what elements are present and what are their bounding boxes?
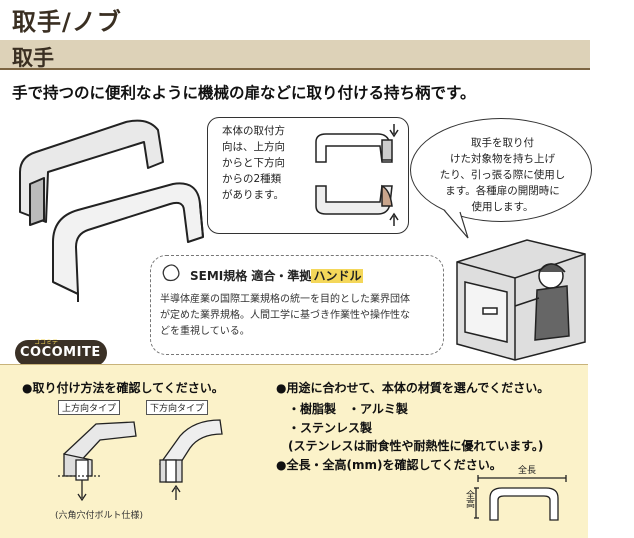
usage-line: ます。各種扉の開閉時に <box>445 185 560 197</box>
handle-illustration <box>19 119 204 302</box>
mount-direction-text: 本体の取付方 向は、上方向 からと下方向 からの2種類 があります。 <box>222 123 302 203</box>
downward-type-diagram <box>158 419 223 500</box>
usage-text: 取手を取り付 けた対象物を持ち上げ たり、引っ張る際に使用し ます。各種扉の開閉… <box>425 135 580 215</box>
dimension-width-label: 全長 <box>518 466 537 476</box>
section-header-bar <box>0 40 590 70</box>
material-tip-heading: ●用途に合わせて、本体の材質を選んでください。 <box>276 381 550 395</box>
section-title: 取手 <box>12 46 54 70</box>
semi-heading-prefix: SEMI規格 適合・準拠 <box>190 269 312 283</box>
mount-line: からの2種類 <box>222 173 282 185</box>
cocomite-sub: ココミテ <box>34 339 59 346</box>
lead-text: 手で持つのに便利なように機械の扉などに取り付ける持ち柄です。 <box>12 84 476 102</box>
upward-type-tag: 上方向タイプ <box>58 400 121 415</box>
install-tip-heading: ●取り付け方法を確認してください。 <box>22 381 224 395</box>
semi-body-line: が定めた業界規格。人間工学に基づき作業性や操作性な <box>160 310 410 321</box>
cocomite-label: COCOMITE <box>20 345 101 360</box>
bolt-note: (六角穴付ボルト仕様) <box>55 511 144 521</box>
size-tip-heading: ●全長・全高(mm)を確認してください。 <box>276 458 502 472</box>
material-line-1: ・樹脂製 ・アルミ製 <box>288 402 408 416</box>
page-title: 取手/ノブ <box>12 8 122 36</box>
semi-body: 半導体産業の国際工業規格の統一を目的とした業界団体 が定めた業界規格。人間工学に… <box>160 292 442 340</box>
usage-line: 使用します。 <box>471 201 534 213</box>
mount-line: 本体の取付方 <box>222 125 285 137</box>
semi-heading-highlight: ハンドル <box>311 269 364 283</box>
downward-type-tag: 下方向タイプ <box>146 400 209 415</box>
semi-body-line: 半導体産業の国際工業規格の統一を目的とした業界団体 <box>160 294 410 305</box>
usage-line: たり、引っ張る際に使用し <box>439 169 566 181</box>
bean-icon <box>162 264 180 282</box>
dimension-diagram <box>474 475 567 521</box>
mount-line: があります。 <box>222 189 284 201</box>
mount-line: 向は、上方向 <box>222 141 285 153</box>
usage-line: けた対象物を持ち上げ <box>450 153 555 165</box>
semi-heading: SEMI規格 適合・準拠ハンドル <box>190 267 364 284</box>
worker-machine-illustration <box>456 239 586 361</box>
usage-speech-bubble <box>410 118 592 222</box>
upward-type-diagram <box>58 421 137 502</box>
material-line-2: ・ステンレス製 <box>288 421 373 435</box>
semi-body-line: どを重視している。 <box>160 326 250 337</box>
material-note: (ステンレスは耐食性や耐熱性に優れています。) <box>288 439 544 453</box>
section-divider <box>0 68 590 70</box>
semi-standard-box <box>150 255 444 355</box>
speech-bubble-tail <box>443 210 469 239</box>
mount-section-diagram <box>315 124 399 226</box>
cocomite-badge <box>15 340 107 366</box>
usage-line: 取手を取り付 <box>471 137 534 149</box>
mount-line: からと下方向 <box>222 157 285 169</box>
dimension-height-label: 全高 <box>464 490 474 508</box>
